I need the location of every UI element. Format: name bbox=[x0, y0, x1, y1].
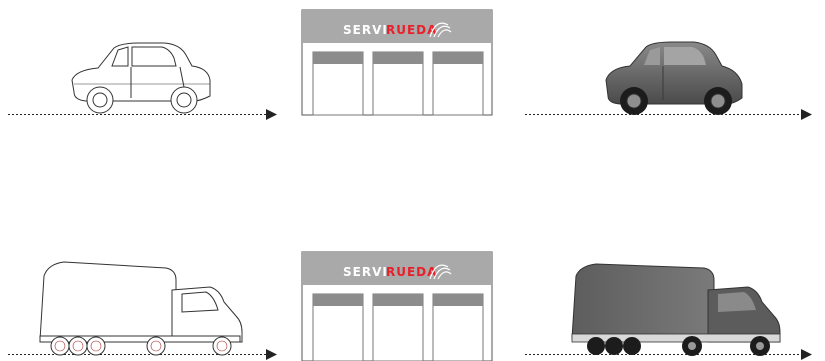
outline-truck bbox=[40, 262, 242, 355]
row-truck: SERVI RUEDA bbox=[8, 252, 812, 361]
gray-truck bbox=[572, 264, 780, 356]
service-building-top: SERVI RUEDA bbox=[302, 10, 492, 115]
dashed-arrow-right bbox=[525, 109, 812, 120]
dashed-arrow-left bbox=[8, 349, 277, 360]
outline-car bbox=[72, 43, 210, 113]
gray-car bbox=[606, 42, 742, 115]
brand-logo-part1: SERVI bbox=[343, 23, 388, 37]
service-bays bbox=[313, 294, 483, 361]
service-bays bbox=[313, 52, 483, 115]
row-car: SERVI RUEDA bbox=[8, 10, 812, 120]
brand-logo-part2: RUEDA bbox=[386, 265, 437, 279]
dashed-arrow-left bbox=[8, 109, 277, 120]
brand-logo-part2: RUEDA bbox=[386, 23, 437, 37]
dashed-arrow-right bbox=[525, 349, 812, 360]
service-building-bottom: SERVI RUEDA bbox=[302, 252, 492, 361]
brand-logo-part1: SERVI bbox=[343, 265, 388, 279]
